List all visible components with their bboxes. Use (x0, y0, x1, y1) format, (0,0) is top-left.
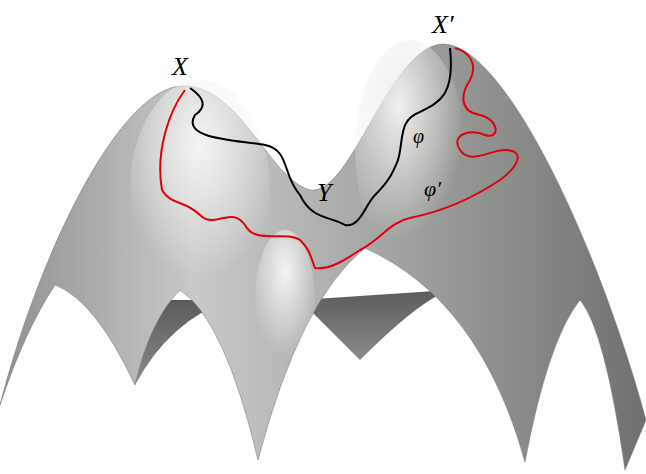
surface-highlight (355, 40, 465, 260)
path-label: φ (413, 126, 424, 146)
point-label: Y (317, 180, 331, 206)
surface-highlight (255, 230, 315, 370)
surface-highlight (130, 80, 270, 300)
path-phi-prime (160, 48, 518, 268)
saddle-surface (0, 44, 646, 470)
point-label: X′ (432, 12, 454, 38)
path-phi (190, 48, 451, 225)
path-label: φ′ (424, 178, 441, 200)
point-label: X (172, 54, 188, 80)
surface-underside (300, 290, 450, 360)
